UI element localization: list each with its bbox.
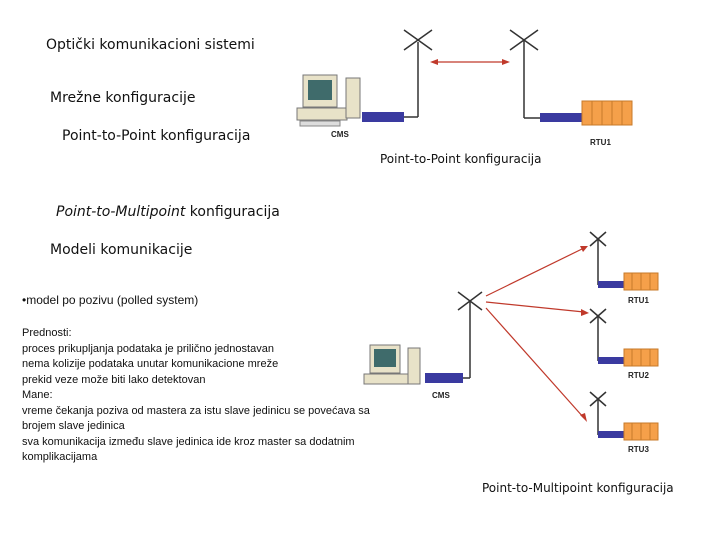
rtu1-label: RTU1 <box>590 138 611 147</box>
rtu-rack-icon <box>623 272 659 291</box>
p2mp-diagram: CMS RTU1 <box>363 231 659 454</box>
paragraph-line: Prednosti: <box>22 327 72 339</box>
rtu-rack-icon <box>623 348 659 367</box>
p2p-diagram: CMS RTU1 <box>296 29 633 147</box>
rtu1-label: RTU1 <box>628 296 649 305</box>
paragraph-line: vreme čekanja poziva od mastera za istu … <box>22 404 370 417</box>
paragraph-line: Mane: <box>22 389 53 401</box>
heading-p2mp-config: Point-to-Multipoint konfiguracija <box>56 204 280 220</box>
cms-modem-icon <box>362 112 404 122</box>
caption-p2p: Point-to-Point konfiguracija <box>380 152 542 166</box>
paragraph-line: brojem slave jedinica <box>22 420 125 432</box>
heading-network-configs: Mrežne konfiguracije <box>50 90 196 106</box>
rtu-modem-icon <box>540 113 582 122</box>
heading-p2mp-italic: Point-to-Multipoint <box>56 204 186 220</box>
heading-p2p-config: Point-to-Point konfiguracija <box>62 128 251 144</box>
antenna-icon <box>457 291 483 311</box>
rtu3-label: RTU3 <box>628 445 649 454</box>
heading-p2mp-rest: konfiguracija <box>185 204 280 220</box>
cms-computer-icon <box>296 74 361 127</box>
bullet-polled-system: •model po pozivu (polled system) <box>22 293 199 307</box>
pros-cons-paragraph: Prednosti: proces prikupljanja podataka … <box>22 326 370 466</box>
rtu-modem-icon <box>598 357 624 364</box>
link-arrows <box>485 246 589 422</box>
antenna-icon <box>403 29 433 51</box>
cms-modem-icon <box>425 373 463 383</box>
heading-optical-systems: Optički komunikacioni sistemi <box>46 37 255 53</box>
rtu-rack-icon <box>623 422 659 441</box>
paragraph-line: prekid veze može biti lako detektovan <box>22 373 206 386</box>
cms-label: CMS <box>432 391 450 400</box>
paragraph-line: proces prikupljanja podataka je prilično… <box>22 342 274 355</box>
heading-comm-models: Modeli komunikacije <box>50 242 193 258</box>
rtu2-label: RTU2 <box>628 371 649 380</box>
caption-p2mp: Point-to-Multipoint konfiguracija <box>482 481 674 495</box>
cms-computer-icon <box>363 344 421 385</box>
link-arrow <box>430 59 510 65</box>
rtu-modem-icon <box>598 281 624 288</box>
paragraph-line: nema kolizije podataka unutar komunikaci… <box>22 358 279 370</box>
rtu-rack-icon <box>581 100 633 126</box>
rtu-modem-icon <box>598 431 624 438</box>
paragraph-line: komplikacijama <box>22 451 98 463</box>
cms-label: CMS <box>331 130 349 139</box>
paragraph-line: sva komunikacija između slave jedinica i… <box>22 435 355 448</box>
